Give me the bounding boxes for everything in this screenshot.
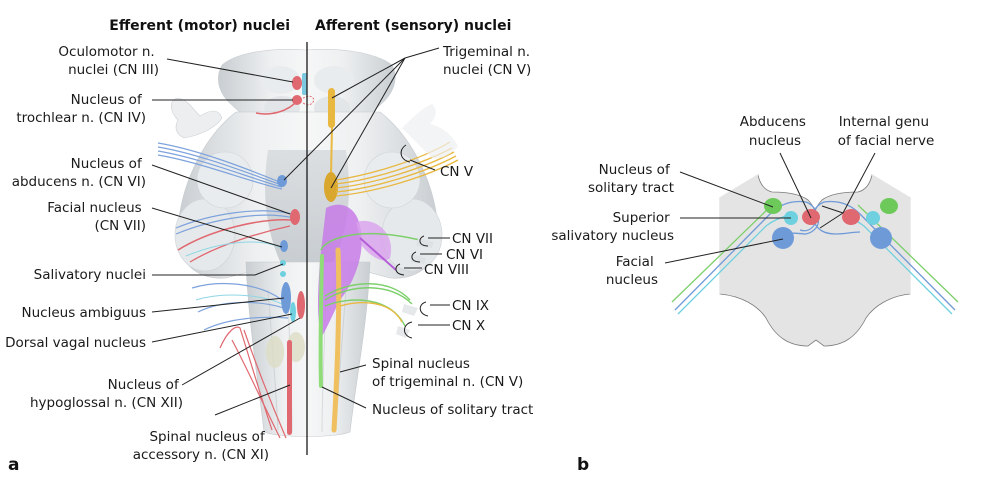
trochlear-nucleus-marker [292,95,302,105]
label-dorsal-vagal: Dorsal vagal nucleus [5,335,146,351]
label-salivatory: Salivatory nuclei [34,267,146,283]
label-spinal-trigeminal: Spinal nucleus of trigeminal n. (CN V) [372,356,523,390]
label-facial-nucleus-b: Facial nucleus [606,254,658,288]
left-leader-lines [151,58,301,416]
salivatory-nucleus-right [866,211,880,225]
facial-nucleus-right [870,227,892,249]
facial-nucleus-left [772,227,794,249]
right-labels: Trigeminal n. nuclei (CN V) CN V CN VII … [372,44,534,418]
left-labels: Oculomotor n. nuclei (CN III) Nucleus of… [5,44,269,463]
label-superior-salivatory-b: Superior salivatory nucleus [551,210,674,244]
label-solitary-tract-b: Nucleus of solitary tract [588,162,674,196]
label-abducens-nucleus-b: Abducens nucleus [740,114,811,149]
label-solitary: Nucleus of solitary tract [372,402,533,418]
label-cn-x: CN X [452,318,485,334]
panel-b-leader-lines [664,152,876,264]
panel-b-nuclei [764,198,898,249]
label-internal-genu-b: Internal genu of facial nerve [838,114,935,149]
label-hypoglossal: Nucleus of hypoglossal n. (CN XII) [30,377,183,411]
label-cn-vii: CN VII [452,231,493,247]
efferent-heading: Efferent (motor) nuclei [109,18,290,34]
abducens-nucleus-marker [277,175,287,187]
label-trochlear: Nucleus of trochlear n. (CN IV) [16,92,146,126]
edinger-westphal-marker [302,73,307,95]
afferent-heading: Afferent (sensory) nuclei [315,18,511,34]
label-ambiguus: Nucleus ambiguus [22,305,146,321]
salivatory-nucleus-inferior [280,271,286,277]
motor-fibers [157,95,315,439]
abducens-nucleus-right [842,209,860,225]
sensory-structures [318,88,459,433]
ambiguus-nucleus-marker [281,282,291,314]
pons-cross-section [719,174,911,347]
label-cn-ix: CN IX [452,298,489,314]
solitary-nucleus-right [880,198,898,214]
panel-b-letter: b [577,455,589,475]
panel-a-letter: a [8,455,19,475]
solitary-nucleus-left [764,198,782,214]
accessory-nucleus-marker [287,340,292,435]
label-trigeminal: Trigeminal n. nuclei (CN V) [442,44,534,78]
motor-nuclei [277,73,307,435]
label-abducens: Nucleus of abducens n. (CN VI) [12,156,146,190]
trigeminal-mesencephalic-nucleus [328,88,335,128]
label-accessory: Spinal nucleus of accessory n. (CN XI) [133,429,269,463]
label-cn-viii: CN VIII [424,262,469,278]
oculomotor-nucleus-marker [292,76,302,90]
panel-b-labels: Abducens nucleus Internal genu of facial… [551,114,934,288]
label-cn-v: CN V [440,164,474,180]
label-cn-vi: CN VI [446,247,483,263]
right-leader-lines [283,47,450,409]
dorsal-vagal-nucleus-marker [290,302,296,322]
hypoglossal-nucleus-marker [297,291,305,319]
spinal-trigeminal-nucleus [331,247,342,433]
label-oculomotor: Oculomotor n. nuclei (CN III) [58,44,159,78]
panel-b: Abducens nucleus Internal genu of facial… [551,114,959,475]
solitary-tract-nucleus [318,254,324,388]
facial-motor-blue-marker [280,240,288,252]
panel-a: Efferent (motor) nuclei Afferent (sensor… [5,18,534,475]
facial-nucleus-marker [290,209,300,225]
label-facial: Facial nucleus (CN VII) [47,200,146,234]
